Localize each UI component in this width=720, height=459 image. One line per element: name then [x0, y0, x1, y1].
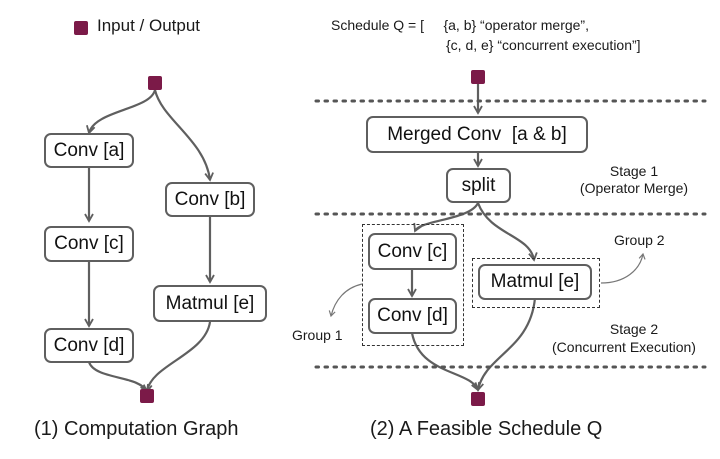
group-1-label: Group 1 — [292, 327, 343, 343]
legend-io-swatch — [74, 21, 88, 35]
edge-split-e — [476, 202, 538, 262]
edge-input-a — [86, 89, 157, 135]
stage2-subtitle: (Concurrent Execution) — [552, 339, 696, 355]
node-split: split — [446, 168, 511, 203]
edge-e-output — [142, 321, 212, 394]
node-conv-c: Conv [c] — [44, 226, 134, 262]
stage2-title: Stage 2 — [609, 321, 659, 337]
output-node — [140, 389, 154, 403]
node-conv-d-scheduled: Conv [d] — [368, 298, 457, 334]
node-conv-d: Conv [d] — [44, 328, 134, 363]
group2-pointer — [600, 252, 646, 284]
node-conv-a: Conv [a] — [44, 133, 134, 168]
edge-e-output — [474, 297, 537, 392]
stage1-subtitle: (Operator Merge) — [579, 180, 689, 196]
node-matmul-e: Matmul [e] — [153, 285, 267, 322]
group-2-label: Group 2 — [614, 232, 665, 248]
stage1-title: Stage 1 — [609, 163, 659, 179]
right-caption: (2) A Feasible Schedule Q — [370, 418, 603, 440]
node-matmul-e-scheduled: Matmul [e] — [478, 264, 592, 300]
left-caption: (1) Computation Graph — [34, 418, 239, 440]
schedule-output-node — [471, 392, 485, 406]
group1-pointer — [328, 283, 363, 318]
group-2-box — [472, 258, 600, 308]
schedule-line-2: {c, d, e} “concurrent execution”] — [446, 37, 641, 53]
group-1-box — [362, 224, 464, 346]
edge-d-output — [87, 361, 149, 394]
node-conv-c-scheduled: Conv [c] — [368, 233, 457, 270]
edge-d-output — [410, 332, 480, 392]
edge-split-c — [413, 202, 479, 233]
node-conv-b: Conv [b] — [165, 182, 255, 217]
node-merged-conv: Merged Conv [a & b] — [366, 116, 588, 153]
input-node — [148, 76, 162, 90]
schedule-line-1: Schedule Q = [ {a, b} “operator merge”, — [331, 17, 589, 33]
edge-input-b — [153, 89, 214, 182]
schedule-input-node — [471, 70, 485, 84]
legend-io-label: Input / Output — [97, 16, 201, 35]
